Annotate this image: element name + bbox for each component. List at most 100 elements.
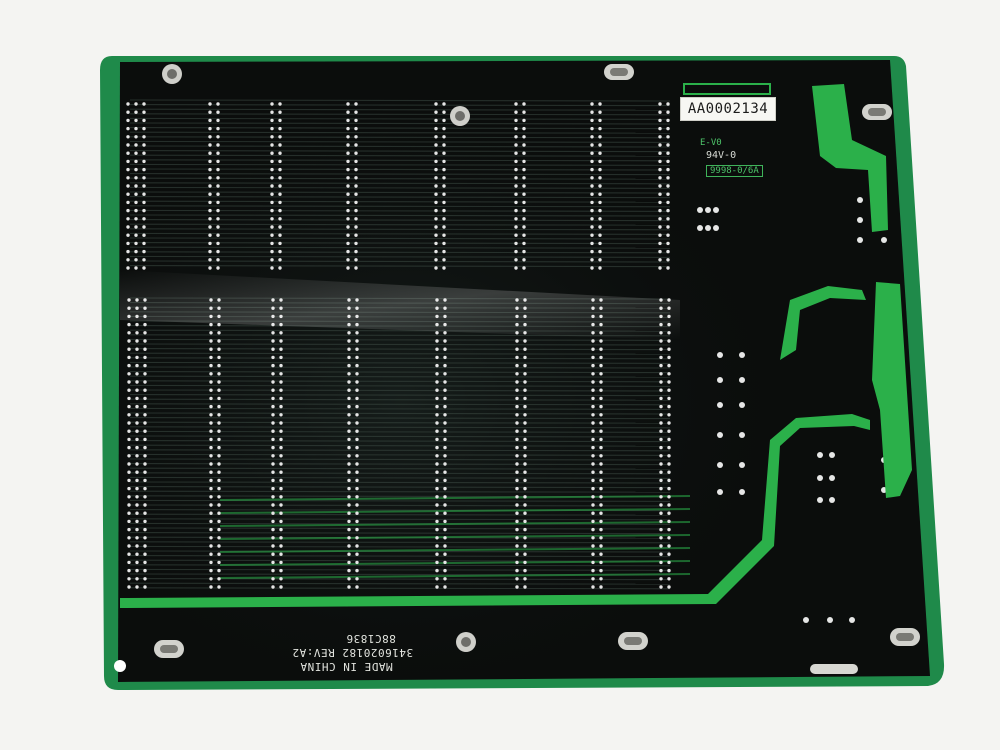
via-pad: [435, 347, 439, 351]
via-pad: [217, 429, 221, 433]
via-pad: [523, 429, 527, 433]
via-pad: [443, 560, 447, 565]
via-pad: [135, 347, 139, 351]
trace: [129, 467, 671, 470]
trace: [129, 191, 671, 194]
via-pad: [217, 404, 221, 409]
via-pad: [270, 192, 274, 196]
via-pad: [658, 176, 662, 180]
trace: [129, 260, 671, 263]
via-pad: [590, 208, 594, 213]
via-pad: [134, 135, 138, 139]
via-pad: [134, 151, 138, 155]
via-pad: [658, 200, 662, 205]
via-pad: [514, 167, 518, 172]
via-pad: [209, 421, 213, 425]
via-pad: [434, 192, 438, 196]
via-pad: [127, 486, 131, 491]
via-pad: [667, 429, 671, 433]
trace: [129, 186, 671, 189]
via-pad: [435, 454, 439, 458]
via-pad: [435, 568, 439, 573]
trace: [129, 242, 671, 245]
via-pad: [442, 102, 446, 106]
via-pad: [434, 266, 438, 270]
via-pad: [346, 167, 350, 172]
via-pad: [659, 585, 663, 589]
via-pad: [590, 192, 594, 196]
via-pad: [279, 372, 283, 376]
via-pad: [514, 208, 518, 213]
via-pad: [599, 511, 603, 515]
via-pad: [209, 495, 213, 499]
via-pad: [208, 192, 212, 196]
via-pad: [442, 233, 446, 237]
via-pad: [434, 176, 438, 180]
via-pad: [659, 495, 663, 499]
via-pad: [217, 372, 221, 376]
via-pad: [435, 503, 439, 507]
via-pad: [354, 151, 358, 155]
via-pad: [347, 380, 351, 384]
via-pad: [522, 258, 526, 262]
via-pad: [591, 347, 595, 351]
via-pad: [514, 225, 518, 229]
via-pad: [135, 577, 139, 581]
via-pad: [598, 176, 602, 180]
via-pad: [717, 377, 723, 383]
via-pad: [279, 536, 283, 540]
via-pad: [209, 355, 213, 360]
via-pad: [591, 372, 595, 376]
via-pad: [355, 544, 359, 548]
trace: [129, 127, 671, 130]
via-pad: [346, 258, 350, 262]
via-pad: [135, 331, 139, 335]
via-pad: [599, 486, 603, 491]
via-pad: [279, 396, 283, 401]
via-pad: [126, 184, 130, 188]
via-pad: [515, 413, 519, 417]
trace: [129, 486, 671, 489]
via-pad: [590, 241, 594, 246]
via-pad: [134, 241, 138, 246]
via-pad: [209, 322, 213, 327]
trace: [129, 255, 671, 258]
via-pad: [270, 135, 274, 139]
via-pad: [515, 421, 519, 425]
copper-pour-right-rail: [872, 282, 912, 498]
via-pad: [598, 118, 602, 123]
via-pad: [217, 462, 221, 466]
via-pad: [658, 159, 662, 164]
via-pad: [435, 339, 439, 343]
trace: [129, 209, 671, 212]
via-pad: [347, 347, 351, 351]
trace: [129, 541, 671, 544]
via-pad: [667, 560, 671, 565]
via-pad: [591, 519, 595, 524]
via-pad: [143, 372, 147, 376]
trace: [129, 476, 671, 479]
via-pad: [514, 192, 518, 196]
serial-number-sticker: AA0002134: [680, 97, 776, 121]
via-pad: [515, 339, 519, 343]
via-pad: [523, 421, 527, 425]
via-pad: [271, 462, 275, 466]
via-pad: [126, 159, 130, 164]
via-pad: [435, 372, 439, 376]
via-pad: [523, 339, 527, 343]
via-pad: [435, 413, 439, 417]
trace: [129, 200, 671, 203]
via-pad: [271, 437, 275, 442]
via-pad: [514, 217, 518, 221]
via-pad: [599, 536, 603, 540]
via-pad: [590, 249, 594, 254]
via-pad: [443, 462, 447, 466]
via-pad: [135, 339, 139, 343]
via-pad: [355, 372, 359, 376]
via-pad: [522, 249, 526, 254]
via-pad: [514, 241, 518, 246]
via-pad: [279, 486, 283, 491]
via-pad: [667, 577, 671, 581]
via-pad: [666, 143, 670, 147]
via-pad: [209, 347, 213, 351]
